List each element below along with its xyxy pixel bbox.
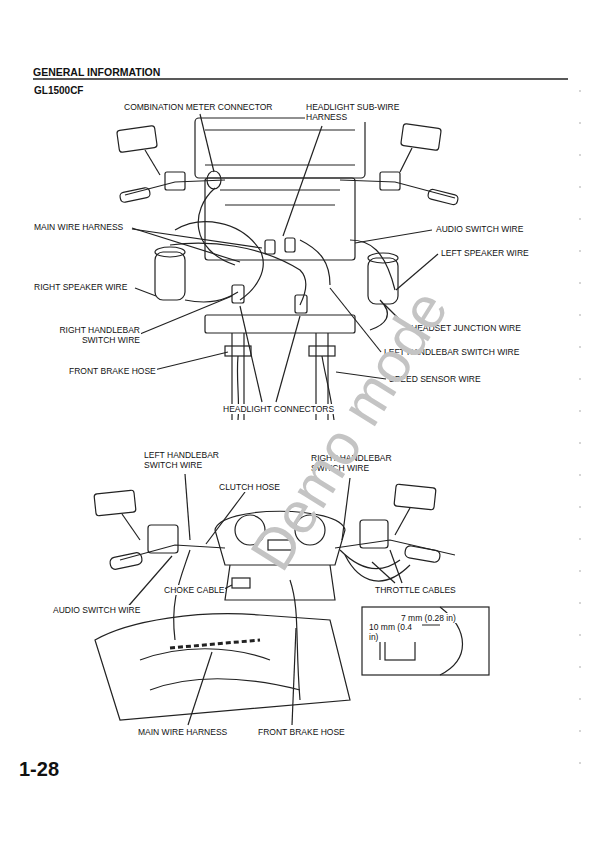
page-header: GENERAL INFORMATION (33, 66, 160, 78)
part-label: FRONT BRAKE HOSE (257, 727, 346, 737)
part-label: LEFT HANDLEBAR SWITCH WIRE (143, 450, 237, 470)
part-label: HEADLIGHT SUB-WIRE HARNESS (305, 102, 419, 122)
model-code: GL1500CF (33, 86, 84, 96)
part-label: FRONT BRAKE HOSE (68, 366, 157, 376)
part-label: HEADLIGHT CONNECTORS (222, 404, 335, 414)
part-label: CLUTCH HOSE (218, 482, 281, 492)
part-label: 10 mm (0.4 in) (368, 622, 422, 642)
part-label: COMBINATION METER CONNECTOR (123, 102, 273, 112)
part-label: MAIN WIRE HARNESS (33, 222, 124, 232)
part-label: AUDIO SWITCH WIRE (52, 605, 141, 615)
part-label: CHOKE CABLE (163, 585, 225, 595)
part-label: LEFT SPEAKER WIRE (440, 248, 530, 258)
part-label: THROTTLE CABLES (374, 585, 457, 595)
part-label: RIGHT HANDLEBAR SWITCH WIRE (47, 325, 141, 345)
part-label: AUDIO SWITCH WIRE (435, 224, 524, 234)
page-number: 1-28 (18, 758, 60, 780)
top-view (33, 79, 580, 780)
part-label: RIGHT SPEAKER WIRE (33, 282, 128, 292)
part-label: MAIN WIRE HARNESS (137, 727, 228, 737)
watermark: Demo mode (239, 279, 458, 580)
